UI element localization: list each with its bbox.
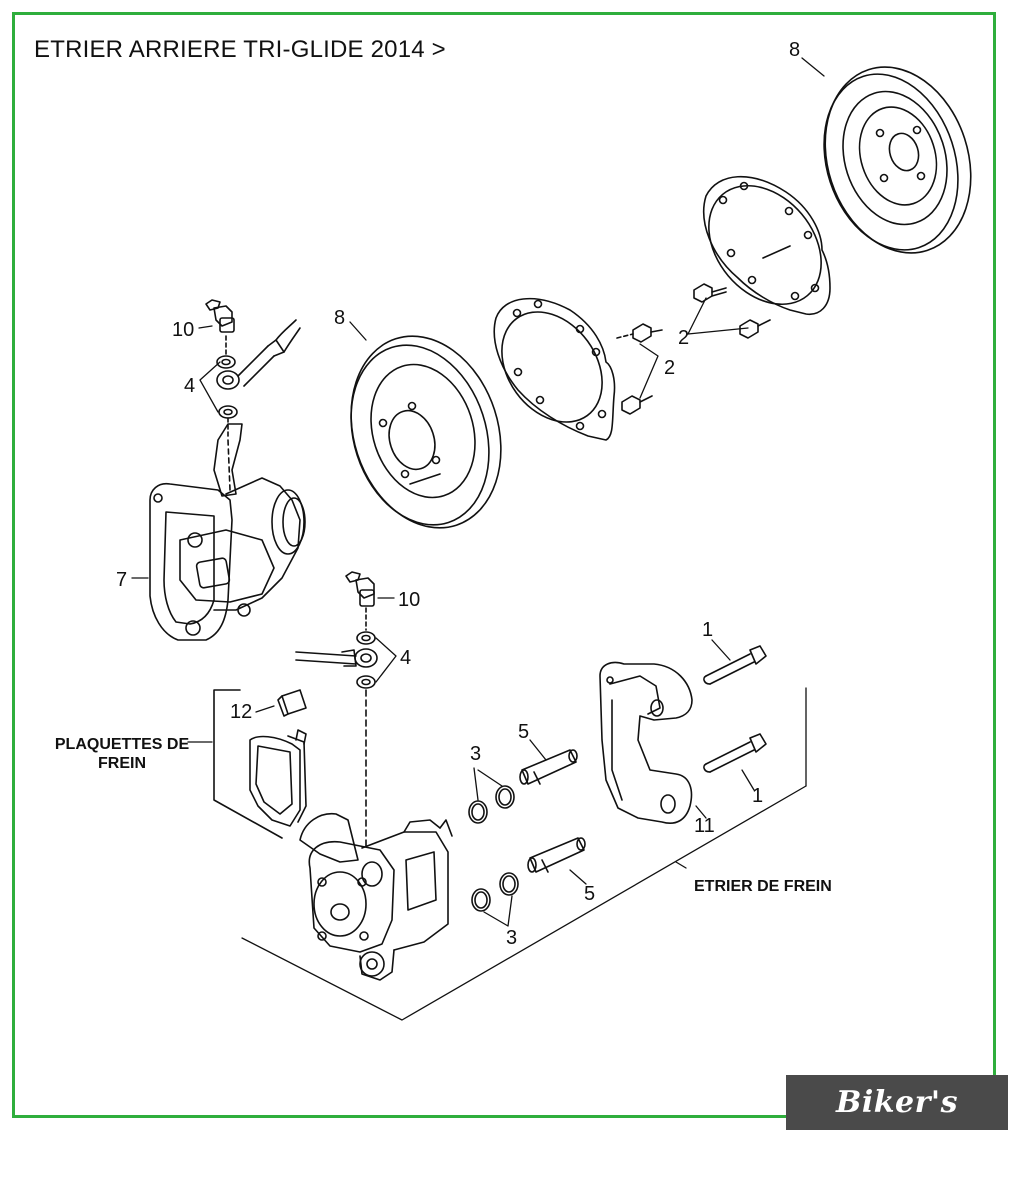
leader-lines xyxy=(131,57,825,927)
slide-pins xyxy=(519,749,586,873)
brake-line-fitting-upper xyxy=(205,299,301,437)
adapter-plate-middle xyxy=(493,297,616,441)
brake-pads xyxy=(213,689,307,839)
exploded-parts-diagram: 8 8 10 4 7 2 2 10 4 12 3 5 1 1 11 5 3 PL… xyxy=(55,39,972,1021)
callout-1-upper: 1 xyxy=(702,619,713,641)
group-label-caliper: ETRIER DE FREIN xyxy=(694,878,832,895)
callout-8-middle: 8 xyxy=(334,307,345,329)
callout-5-lower: 5 xyxy=(584,883,595,905)
callout-1-lower: 1 xyxy=(752,785,763,807)
o-rings xyxy=(468,785,519,912)
callout-3-lower: 3 xyxy=(506,927,517,949)
callout-7: 7 xyxy=(116,569,127,591)
callout-3-upper: 3 xyxy=(470,743,481,765)
callout-2-middle: 2 xyxy=(664,357,675,379)
callout-4-lower: 4 xyxy=(400,647,411,669)
caliper-assembly-upper xyxy=(149,423,306,641)
group-label-pads-line2: FREIN xyxy=(98,755,146,772)
brake-disc-right xyxy=(823,66,972,254)
bolts-2 xyxy=(616,283,771,415)
callout-4-upper: 4 xyxy=(184,375,195,397)
group-label-pads-line1: PLAQUETTES DE xyxy=(55,736,190,753)
callout-8-right: 8 xyxy=(789,39,800,61)
callout-12: 12 xyxy=(230,701,252,723)
caliper-bolts xyxy=(703,645,767,773)
callout-2-right: 2 xyxy=(678,327,689,349)
callout-10-lower: 10 xyxy=(398,589,420,611)
brake-line-fitting-lower xyxy=(295,571,378,851)
caliper-bracket xyxy=(599,661,693,824)
callout-10-upper: 10 xyxy=(172,319,194,341)
caliper-body-lower xyxy=(299,813,453,981)
caliper-group-outline xyxy=(241,687,807,1021)
adapter-plate-right xyxy=(702,175,831,315)
diagram-frame xyxy=(12,12,996,1118)
page-title: ETRIER ARRIERE TRI-GLIDE 2014 > xyxy=(34,36,446,63)
callout-11: 11 xyxy=(694,815,715,837)
callout-5-upper: 5 xyxy=(518,721,529,743)
bikers-store-logo: Biker's Store xyxy=(786,1075,1008,1175)
brake-disc-middle xyxy=(350,335,502,529)
